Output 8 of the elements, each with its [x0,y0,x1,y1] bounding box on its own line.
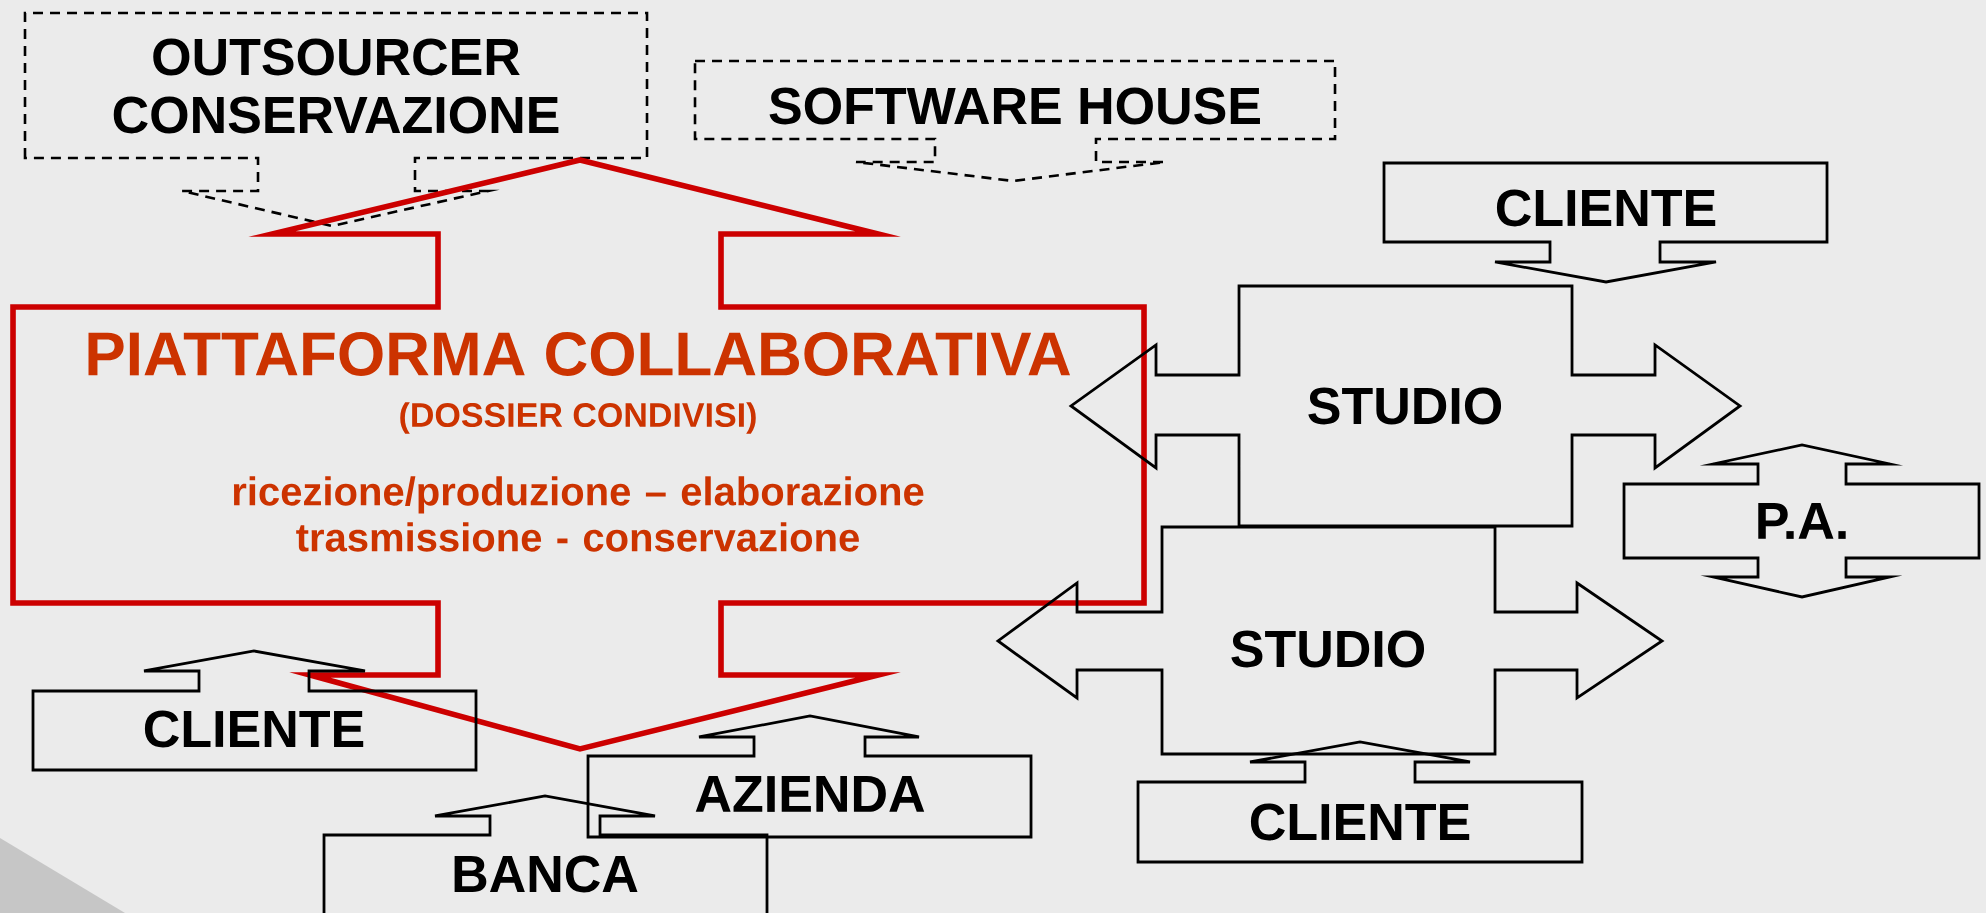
callout-box: CLIENTE [1136,740,1584,864]
callout-box: CLIENTE [1382,161,1829,284]
callout-box: AZIENDA [586,714,1033,839]
double-arrow-box: P.A. [1622,443,1981,599]
double-arrow-box: STUDIO [995,525,1665,756]
callout-box: OUTSOURCER CONSERVAZIONE [23,11,649,228]
callout-box: SOFTWARE HOUSE [693,59,1337,183]
callout-box: CLIENTE [31,649,478,772]
